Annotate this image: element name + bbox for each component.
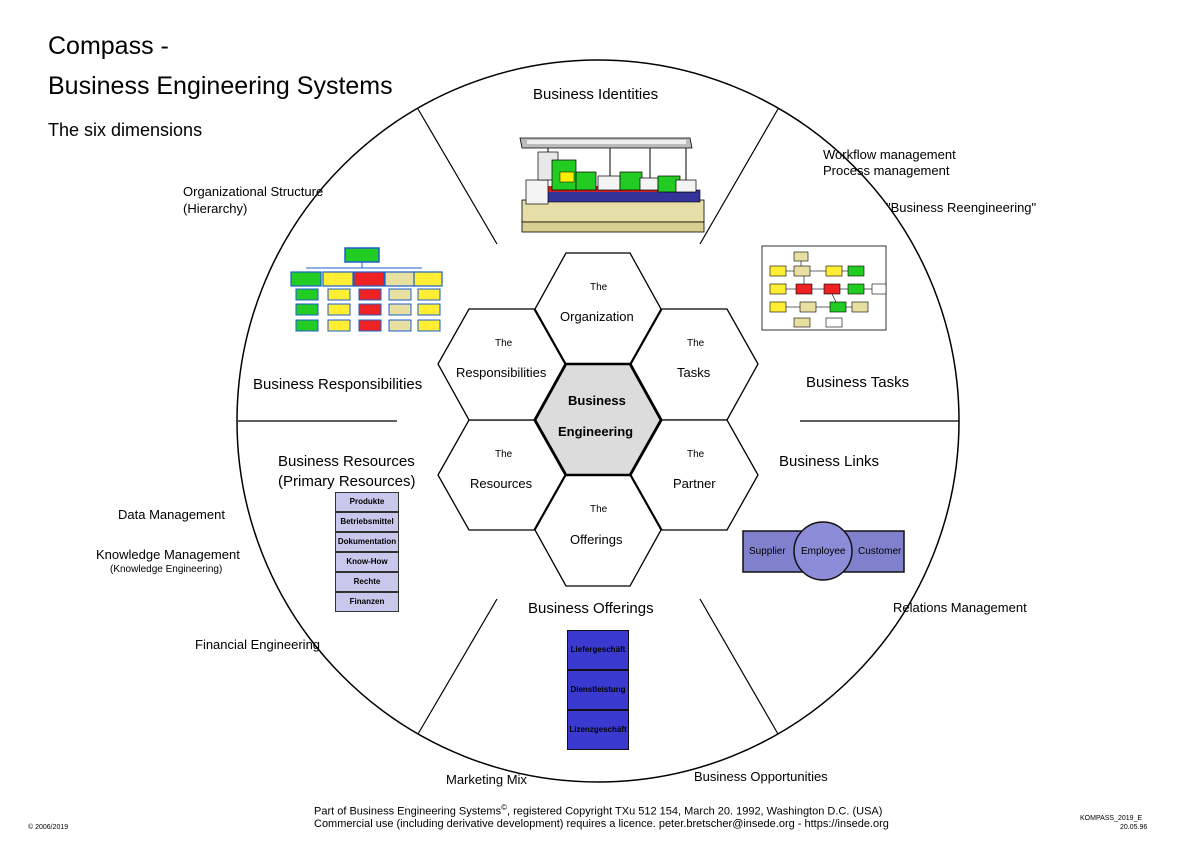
dimension-tasks: Business Tasks xyxy=(806,374,910,391)
hex-tasks-the: The xyxy=(687,338,705,349)
note-workflow: Workflow management xyxy=(823,147,956,162)
resource-item: Produkte xyxy=(335,492,399,512)
dimension-identities: Business Identities xyxy=(533,86,659,103)
links-customer: Customer xyxy=(858,546,902,557)
note-process: Process management xyxy=(823,163,950,178)
employee-circle xyxy=(793,521,853,581)
note-relations-management: Relations Management xyxy=(893,600,1027,615)
footer-doc-date: 20.05.96 xyxy=(1120,824,1148,831)
hex-center-line2: Engineering xyxy=(558,424,634,439)
hex-center-line1: Business xyxy=(568,393,626,408)
hex-organization-label: Organization xyxy=(560,309,634,324)
hex-responsibilities-label: Responsibilities xyxy=(456,365,547,380)
resource-item: Rechte xyxy=(335,572,399,592)
dimension-offerings: Business Offerings xyxy=(528,600,654,617)
note-marketing-mix: Marketing Mix xyxy=(446,772,527,787)
page-title-line1: Compass - xyxy=(48,32,169,60)
footer-line1-start: Part of Business Engineering Systems xyxy=(314,805,502,818)
hex-offerings-the: The xyxy=(590,504,608,515)
footer-copyright: © 2006/2019 xyxy=(28,824,69,831)
workflow-illustration xyxy=(761,245,887,331)
hex-partner-the: The xyxy=(687,449,705,460)
hex-responsibilities-the: The xyxy=(495,338,513,349)
note-hierarchy: (Hierarchy) xyxy=(183,201,248,216)
hex-resources-label: Resources xyxy=(470,476,533,491)
note-reengineering: "Business Reengineering" xyxy=(886,200,1037,215)
footer-doc-id: KOMPASS_2019_E xyxy=(1080,815,1143,822)
resources-stack: Produkte Betriebsmittel Dokumentation Kn… xyxy=(335,492,399,614)
footer-line1: Part of Business Engineering Systems©, r… xyxy=(314,803,882,818)
hex-organization-the: The xyxy=(590,282,608,293)
footer-line1-rest: , registered Copyright TXu 512 154, Marc… xyxy=(507,805,883,818)
offering-item: Dienstleistung xyxy=(567,670,629,710)
note-financial-engineering: Financial Engineering xyxy=(195,637,321,652)
dimension-responsibilities: Business Responsibilities xyxy=(253,376,423,393)
resource-item: Betriebsmittel xyxy=(335,512,399,532)
divider-top-left xyxy=(417,108,498,245)
page-subtitle: The six dimensions xyxy=(48,120,203,140)
dimension-links: Business Links xyxy=(779,453,880,470)
note-knowledge-management: Knowledge Management xyxy=(96,547,240,562)
hex-resources-the: The xyxy=(495,449,513,460)
note-knowledge-engineering: (Knowledge Engineering) xyxy=(110,564,223,575)
hex-offerings-label: Offerings xyxy=(570,532,623,547)
identities-illustration xyxy=(519,137,705,233)
links-employee: Employee xyxy=(801,546,846,557)
resource-item: Know-How xyxy=(335,552,399,572)
divider-bottom-left xyxy=(417,598,498,735)
links-supplier: Supplier xyxy=(749,546,786,557)
hex-partner-label: Partner xyxy=(673,476,716,491)
note-data-management: Data Management xyxy=(118,507,225,522)
resource-item: Finanzen xyxy=(335,592,399,612)
offerings-stack: Liefergeschäft Dienstleistung Lizenzgesc… xyxy=(567,630,629,750)
divider-top-right xyxy=(699,108,779,245)
page-title-line2: Business Engineering Systems xyxy=(48,72,393,100)
note-org-structure: Organizational Structure xyxy=(183,184,324,199)
resource-item: Dokumentation xyxy=(335,532,399,552)
footer-registered-mark: © xyxy=(501,803,507,812)
offering-item: Liefergeschäft xyxy=(567,630,629,670)
note-business-opportunities: Business Opportunities xyxy=(694,769,828,784)
org-chart-illustration xyxy=(290,247,443,332)
footer-line2: Commercial use (including derivative dev… xyxy=(314,818,889,830)
dimension-resources-sub: (Primary Resources) xyxy=(278,473,416,490)
hex-tasks-label: Tasks xyxy=(677,365,711,380)
divider-bottom-right xyxy=(699,598,779,735)
hex-center xyxy=(533,362,663,477)
dimension-resources: Business Resources xyxy=(278,453,415,470)
offering-item: Lizenzgeschäft xyxy=(567,710,629,750)
